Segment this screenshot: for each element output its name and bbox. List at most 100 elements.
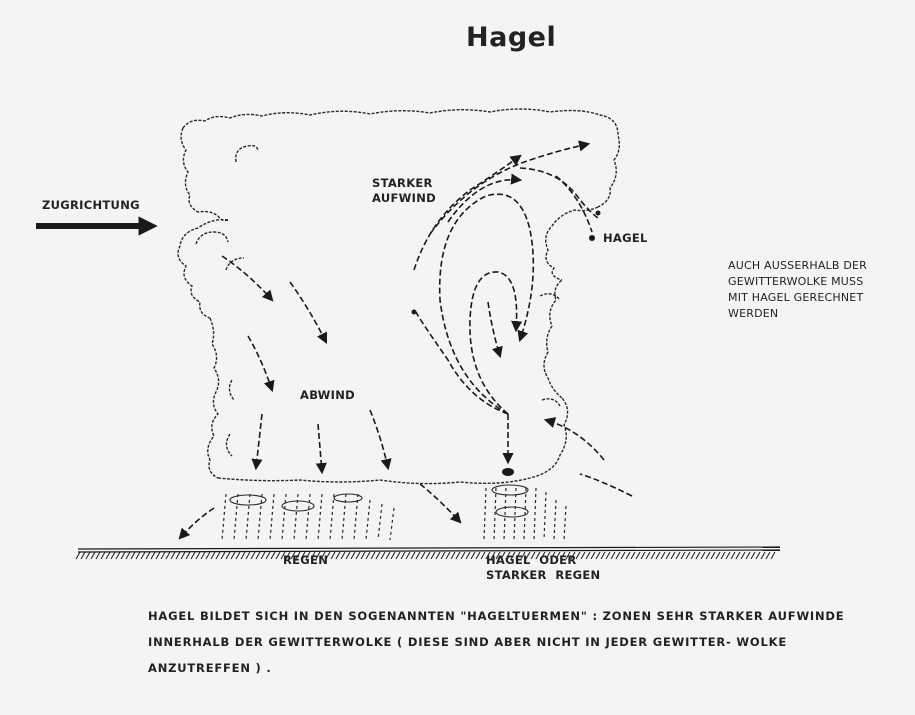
ground-hatch-stroke xyxy=(276,552,280,559)
ground-hatch-stroke xyxy=(721,552,725,559)
direction-label: ZUGRICHTUNG xyxy=(42,198,140,213)
ground-hatch-stroke xyxy=(76,552,80,559)
ground-hatch-stroke xyxy=(626,552,630,559)
downdraft-arrows xyxy=(222,256,388,472)
ground-hatch-stroke xyxy=(441,552,445,559)
ground-hatch-stroke xyxy=(181,552,185,559)
downdraft-label: ABWIND xyxy=(300,388,355,403)
ground-hatching xyxy=(76,552,775,559)
ground-hatch-stroke xyxy=(211,552,215,559)
ground-hatch-stroke xyxy=(651,552,655,559)
ground-hatch-stroke xyxy=(436,552,440,559)
ground-hatch-stroke xyxy=(606,552,610,559)
ground-hatch-stroke xyxy=(731,552,735,559)
caption: HAGEL BILDET SICH IN DEN SOGENANNTEN "HA… xyxy=(148,603,888,681)
ground-hatch-stroke xyxy=(101,552,105,559)
ground-hatch-stroke xyxy=(81,552,85,559)
ground-hatch-stroke xyxy=(691,552,695,559)
updraft-label-line2: AUFWIND xyxy=(372,191,436,206)
ground-hatch-stroke xyxy=(766,552,770,559)
ground-hatch-stroke xyxy=(681,552,685,559)
ground-hatch-stroke xyxy=(91,552,95,559)
hail-clumps xyxy=(230,485,528,517)
ground-hatch-stroke xyxy=(421,552,425,559)
ground-hatch-stroke xyxy=(166,552,170,559)
ground-hatch-stroke xyxy=(426,552,430,559)
ground-hatch-stroke xyxy=(386,552,390,559)
ground-hatch-stroke xyxy=(336,552,340,559)
ground-hatch-stroke xyxy=(756,552,760,559)
hail-or-rain-label-line2: STARKER REGEN xyxy=(486,568,600,583)
ground-hatch-stroke xyxy=(116,552,120,559)
hail-stones xyxy=(412,211,601,477)
ground-hatch-stroke xyxy=(156,552,160,559)
ground-hatch-stroke xyxy=(746,552,750,559)
ground-hatch-stroke xyxy=(581,552,585,559)
ground-hatch-stroke xyxy=(656,552,660,559)
ground-hatch-stroke xyxy=(151,552,155,559)
updraft-label-line1: STARKER xyxy=(372,176,433,191)
ground-hatch-stroke xyxy=(611,552,615,559)
ground-hatch-stroke xyxy=(451,552,455,559)
ground-hatch-stroke xyxy=(346,552,350,559)
rain-streaks xyxy=(222,488,566,540)
ground-hatch-stroke xyxy=(416,552,420,559)
ground-hatch-stroke xyxy=(736,552,740,559)
ground-hatch-stroke xyxy=(396,552,400,559)
ground-hatch-stroke xyxy=(741,552,745,559)
ground-hatch-stroke xyxy=(726,552,730,559)
ground-hatch-stroke xyxy=(381,552,385,559)
ground-hatch-stroke xyxy=(341,552,345,559)
ground-hatch-stroke xyxy=(371,552,375,559)
ground-hatch-stroke xyxy=(191,552,195,559)
ground-hatch-stroke xyxy=(86,552,90,559)
hail-label: HAGEL xyxy=(603,231,648,246)
hail-or-rain-label-line1: HAGEL ODER xyxy=(486,553,577,568)
ground-hatch-stroke xyxy=(356,552,360,559)
ground-hatch-stroke xyxy=(401,552,405,559)
ground-hatch-stroke xyxy=(631,552,635,559)
ground-hatch-stroke xyxy=(331,552,335,559)
ground-hatch-stroke xyxy=(676,552,680,559)
ground-hatch-stroke xyxy=(176,552,180,559)
ground-hatch-stroke xyxy=(411,552,415,559)
ground-hatch-stroke xyxy=(261,552,265,559)
ground-hatch-stroke xyxy=(246,552,250,559)
ground-hatch-stroke xyxy=(771,552,775,559)
ground-hatch-stroke xyxy=(266,552,270,559)
ground-line xyxy=(78,547,780,552)
ground-hatch-stroke xyxy=(481,552,485,559)
storm-cloud xyxy=(178,109,619,484)
ground-hatch-stroke xyxy=(361,552,365,559)
ground-hatch-stroke xyxy=(621,552,625,559)
ground-hatch-stroke xyxy=(251,552,255,559)
ground-hatch-stroke xyxy=(226,552,230,559)
ground-hatch-stroke xyxy=(476,552,480,559)
ground-hatch-stroke xyxy=(616,552,620,559)
ground-hatch-stroke xyxy=(641,552,645,559)
rain-label: REGEN xyxy=(283,553,328,568)
ground-hatch-stroke xyxy=(256,552,260,559)
ground-hatch-stroke xyxy=(366,552,370,559)
ground-hatch-stroke xyxy=(121,552,125,559)
ground-hatch-stroke xyxy=(216,552,220,559)
ground-hatch-stroke xyxy=(711,552,715,559)
ground-hatch-stroke xyxy=(171,552,175,559)
ground-hatch-stroke xyxy=(196,552,200,559)
ground-hatch-stroke xyxy=(351,552,355,559)
ground-hatch-stroke xyxy=(586,552,590,559)
ground-hatch-stroke xyxy=(576,552,580,559)
ground-hatch-stroke xyxy=(96,552,100,559)
ground-hatch-stroke xyxy=(131,552,135,559)
ground-hatch-stroke xyxy=(446,552,450,559)
ground-hatch-stroke xyxy=(666,552,670,559)
ground-hatch-stroke xyxy=(466,552,470,559)
ground-hatch-stroke xyxy=(706,552,710,559)
ground-hatch-stroke xyxy=(186,552,190,559)
ground-hatch-stroke xyxy=(161,552,165,559)
ground-hatch-stroke xyxy=(126,552,130,559)
ground-hatch-stroke xyxy=(601,552,605,559)
ground-hatch-stroke xyxy=(636,552,640,559)
ground-hatch-stroke xyxy=(111,552,115,559)
